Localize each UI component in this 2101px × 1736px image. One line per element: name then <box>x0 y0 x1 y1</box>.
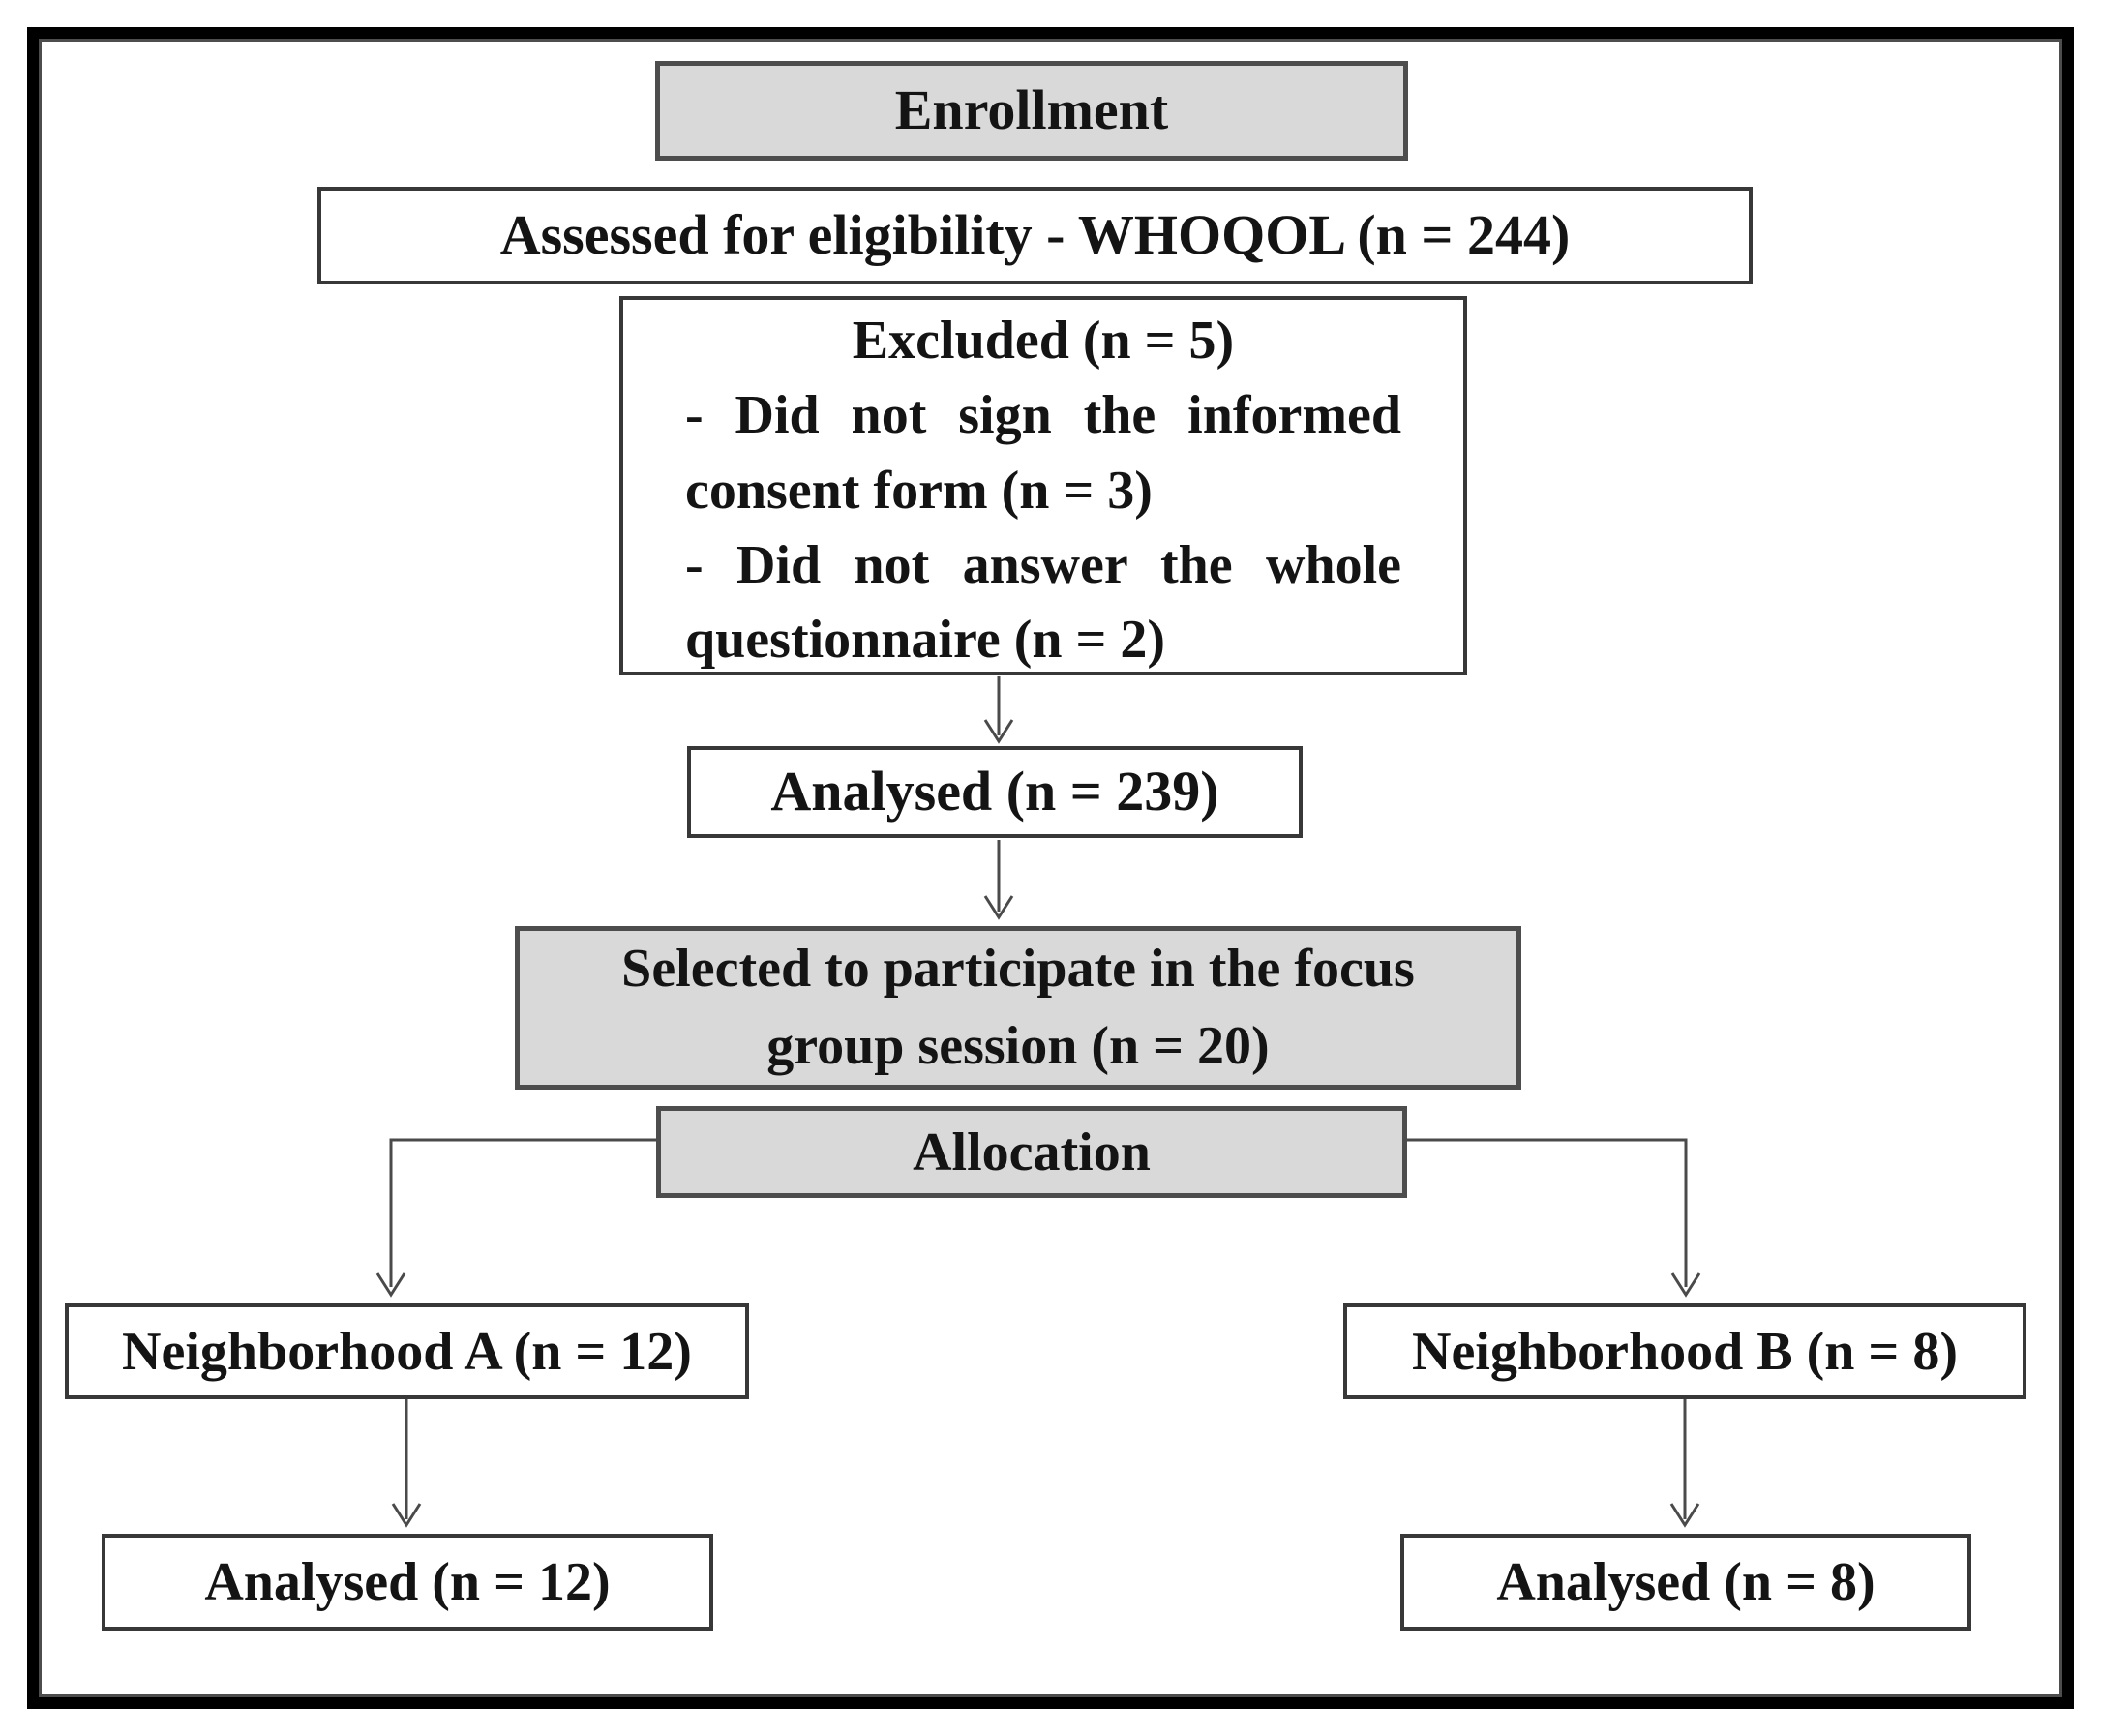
enrollment-label: Enrollment <box>894 78 1169 142</box>
analysed-b-box: Analysed (n = 8) <box>1400 1534 1971 1631</box>
arrow-allocation-to-neighborhood-b <box>1405 1138 1701 1298</box>
analysed-overall-box: Analysed (n = 239) <box>687 746 1303 838</box>
excluded-item-consent: - Did not sign the informed consent form… <box>685 385 1401 521</box>
excluded-title: Excluded (n = 5) <box>852 311 1235 371</box>
selected-focus-group-box: Selected to participate in the focus gro… <box>515 926 1521 1090</box>
neighborhood-b-label: Neighborhood B (n = 8) <box>1412 1321 1958 1382</box>
arrow-neighborhood-a-to-analysed-a <box>391 1399 422 1528</box>
assessed-label: Assessed for eligibility - WHOQOL (n = 2… <box>499 203 1571 267</box>
excluded-item-questionnaire: - Did not answer the whole questionnaire… <box>685 534 1401 671</box>
assessed-for-eligibility-box: Assessed for eligibility - WHOQOL (n = 2… <box>317 187 1753 284</box>
neighborhood-a-box: Neighborhood A (n = 12) <box>65 1303 749 1399</box>
analysed-b-label: Analysed (n = 8) <box>1496 1552 1876 1612</box>
arrow-neighborhood-b-to-analysed-b <box>1669 1399 1700 1528</box>
analysed-a-label: Analysed (n = 12) <box>204 1552 611 1612</box>
analysed-overall-label: Analysed (n = 239) <box>770 760 1219 823</box>
enrollment-header-box: Enrollment <box>655 61 1408 161</box>
neighborhood-a-label: Neighborhood A (n = 12) <box>122 1321 692 1382</box>
arrow-allocation-to-neighborhood-a <box>375 1138 658 1298</box>
excluded-box: Excluded (n = 5) - Did not sign the info… <box>619 296 1467 675</box>
arrow-analysed-to-selected <box>983 840 1014 920</box>
allocation-header-box: Allocation <box>656 1106 1407 1198</box>
neighborhood-b-box: Neighborhood B (n = 8) <box>1343 1303 2026 1399</box>
selected-label: Selected to participate in the focus gro… <box>621 938 1415 1076</box>
analysed-a-box: Analysed (n = 12) <box>102 1534 713 1631</box>
allocation-label: Allocation <box>913 1122 1151 1182</box>
diagram-outer-frame <box>27 27 2074 1709</box>
arrow-excluded-to-analysed <box>983 676 1014 744</box>
